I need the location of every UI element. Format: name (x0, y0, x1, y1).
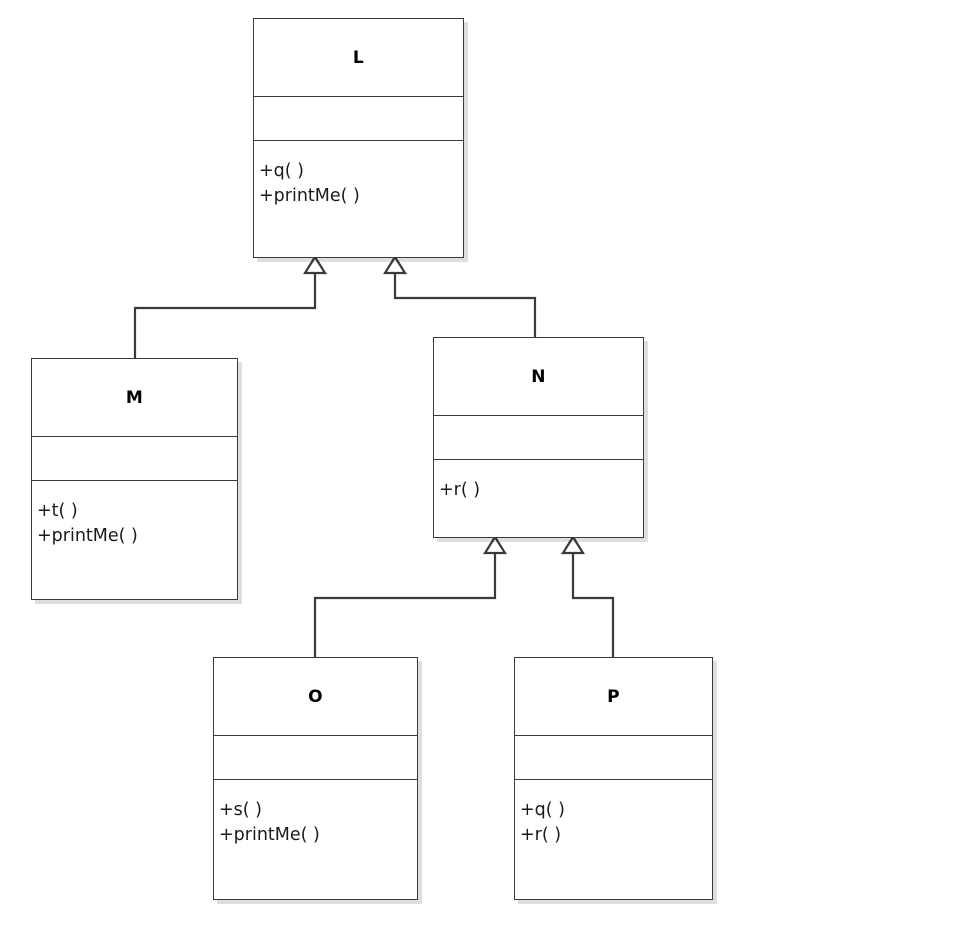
operation-line: +q( ) (259, 161, 304, 181)
hollow-triangle-arrowhead-icon (561, 534, 585, 555)
class-name-compartment-l: L (254, 19, 463, 97)
generalization-edge-n-to-l[interactable] (383, 254, 537, 337)
operation-line: +printMe( ) (37, 526, 138, 546)
class-name-label-p: P (607, 686, 620, 707)
class-operations-compartment-o: +s( ) +printMe( ) (214, 780, 417, 899)
class-attributes-compartment-n (434, 416, 643, 460)
class-name-compartment-o: O (214, 658, 417, 736)
generalization-edge-o-to-n[interactable] (313, 534, 507, 657)
class-operations-compartment-n: +r( ) (434, 460, 643, 537)
uml-class-box-m[interactable]: M +t( ) +printMe( ) (31, 358, 238, 600)
hollow-triangle-arrowhead-icon (303, 254, 327, 275)
class-name-compartment-p: P (515, 658, 712, 736)
class-operations-compartment-m: +t( ) +printMe( ) (32, 481, 237, 599)
edge-line-m-to-l (133, 272, 317, 358)
uml-class-box-l[interactable]: L +q( ) +printMe( ) (253, 18, 464, 258)
operation-line: +r( ) (520, 825, 562, 845)
operation-line: +r( ) (439, 480, 481, 500)
class-name-label-o: O (308, 686, 323, 707)
hollow-triangle-arrowhead-icon (483, 534, 507, 555)
class-attributes-compartment-l (254, 97, 463, 141)
operation-line: +printMe( ) (259, 186, 360, 206)
class-attributes-compartment-m (32, 437, 237, 481)
class-operations-compartment-l: +q( ) +printMe( ) (254, 141, 463, 257)
class-name-label-l: L (352, 47, 365, 68)
class-name-compartment-n: N (434, 338, 643, 416)
class-operations-compartment-p: +q( ) +r( ) (515, 780, 712, 899)
class-attributes-compartment-o (214, 736, 417, 780)
uml-class-box-n[interactable]: N +r( ) (433, 337, 644, 538)
generalization-edge-m-to-l[interactable] (133, 254, 327, 358)
edge-line-p-to-n (571, 552, 615, 657)
uml-class-box-o[interactable]: O +s( ) +printMe( ) (213, 657, 418, 900)
operation-line: +t( ) (37, 501, 78, 521)
hollow-triangle-arrowhead-icon (383, 254, 407, 275)
class-attributes-compartment-p (515, 736, 712, 780)
operation-line: +printMe( ) (219, 825, 320, 845)
operation-line: +s( ) (219, 800, 262, 820)
class-name-label-m: M (125, 387, 144, 408)
generalization-edge-p-to-n[interactable] (561, 534, 615, 657)
class-name-compartment-m: M (32, 359, 237, 437)
uml-class-box-p[interactable]: P +q( ) +r( ) (514, 657, 713, 900)
edge-line-n-to-l (393, 272, 537, 337)
class-name-label-n: N (531, 366, 546, 387)
operation-line: +q( ) (520, 800, 565, 820)
edge-line-o-to-n (313, 552, 497, 657)
